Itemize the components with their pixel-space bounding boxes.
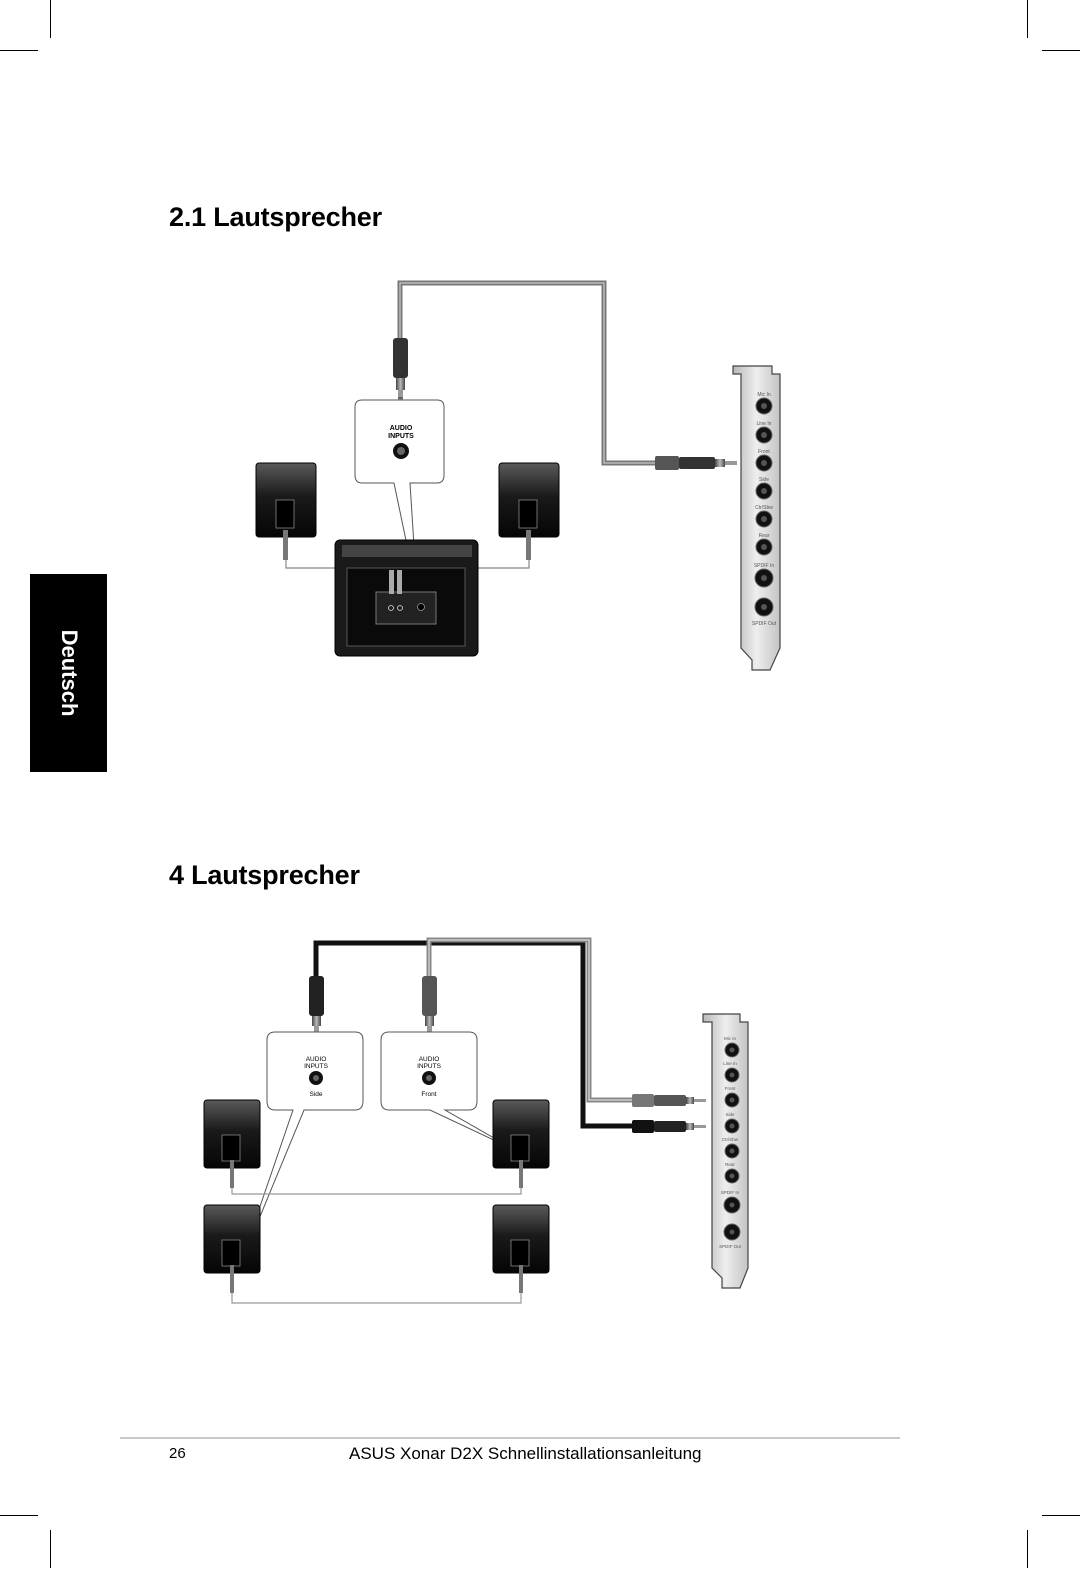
card-port-jacks [723, 1042, 741, 1241]
speaker-front-right [492, 1099, 550, 1188]
audio-inputs-callout [354, 399, 445, 594]
audio-plug [632, 1094, 706, 1107]
side-caption: Side [309, 1091, 322, 1098]
page-number: 26 [169, 1445, 186, 1462]
footer-divider [120, 1437, 900, 1439]
crop-mark [1042, 50, 1080, 51]
port-label-line-in: Line In [723, 1061, 737, 1066]
speaker-right [498, 462, 560, 560]
footer-title: ASUS Xonar D2X Schnellinstallationsanlei… [349, 1444, 702, 1463]
port-label-spdif-in: SPDIF In [754, 563, 775, 569]
port-label-spdif-out: SPDIF Out [752, 621, 777, 627]
port-label-line-in: Line In [756, 421, 771, 427]
cable-side [313, 940, 635, 1129]
crop-mark [0, 50, 38, 51]
port-label-mic-in: Mic In [757, 392, 771, 398]
speaker-rear-left [203, 1204, 261, 1293]
speaker-front-left [203, 1099, 261, 1188]
language-tab: Deutsch [30, 574, 107, 772]
audio-inputs-label: AUDIO [390, 425, 413, 432]
subwoofer [334, 539, 479, 657]
port-label-side: Side [759, 477, 769, 483]
port-label-spdif-out: SPDIF Out [719, 1244, 742, 1249]
sound-card-bracket: Mic In Line In Front Side Ctr/Sbw Rear S… [702, 1013, 749, 1289]
front-caption: Front [421, 1091, 436, 1098]
diagram-4: AUDIO INPUTS Side AUDIO INPUTS Front [203, 937, 749, 1304]
crop-mark [0, 1515, 38, 1516]
audio-inputs-side-callout [239, 1031, 364, 1266]
crop-mark [50, 1530, 51, 1568]
port-label-side: Side [725, 1112, 735, 1117]
port-label-front: Front [725, 1086, 736, 1091]
crop-mark [1027, 0, 1028, 38]
audio-inputs-label: AUDIO [419, 1056, 440, 1063]
section-title-4: 4 Lautsprecher [169, 860, 360, 890]
crop-mark [1027, 1530, 1028, 1568]
audio-plug [655, 456, 737, 470]
speaker-rear-right [492, 1204, 550, 1293]
crop-mark [50, 0, 51, 38]
crop-mark [1042, 1515, 1080, 1516]
port-label-ctr-sbw: Ctr/Sbw [722, 1137, 739, 1142]
section-title-2-1: 2.1 Lautsprecher [169, 202, 382, 232]
sound-card-bracket: Mic In Line In Front Side Ctr/Sbw Rear S… [732, 365, 781, 671]
audio-plug [632, 1120, 706, 1133]
port-label-rear: Rear [759, 533, 770, 539]
port-label-front: Front [758, 449, 770, 455]
diagram-2-1: AUDIO INPUTS [255, 280, 781, 671]
port-label-ctr-sbw: Ctr/Sbw [755, 505, 773, 511]
port-label-rear: Rear [725, 1162, 735, 1167]
audio-inputs-front-callout [380, 1031, 516, 1151]
audio-inputs-label: INPUTS [388, 433, 414, 440]
port-label-mic-in: Mic In [724, 1036, 736, 1041]
audio-inputs-label: AUDIO [306, 1056, 327, 1063]
card-port-jacks [754, 397, 774, 617]
audio-inputs-label: INPUTS [417, 1063, 442, 1070]
speaker-left [255, 462, 317, 560]
audio-inputs-label: INPUTS [304, 1063, 329, 1070]
port-label-spdif-in: SPDIF In [721, 1190, 740, 1195]
